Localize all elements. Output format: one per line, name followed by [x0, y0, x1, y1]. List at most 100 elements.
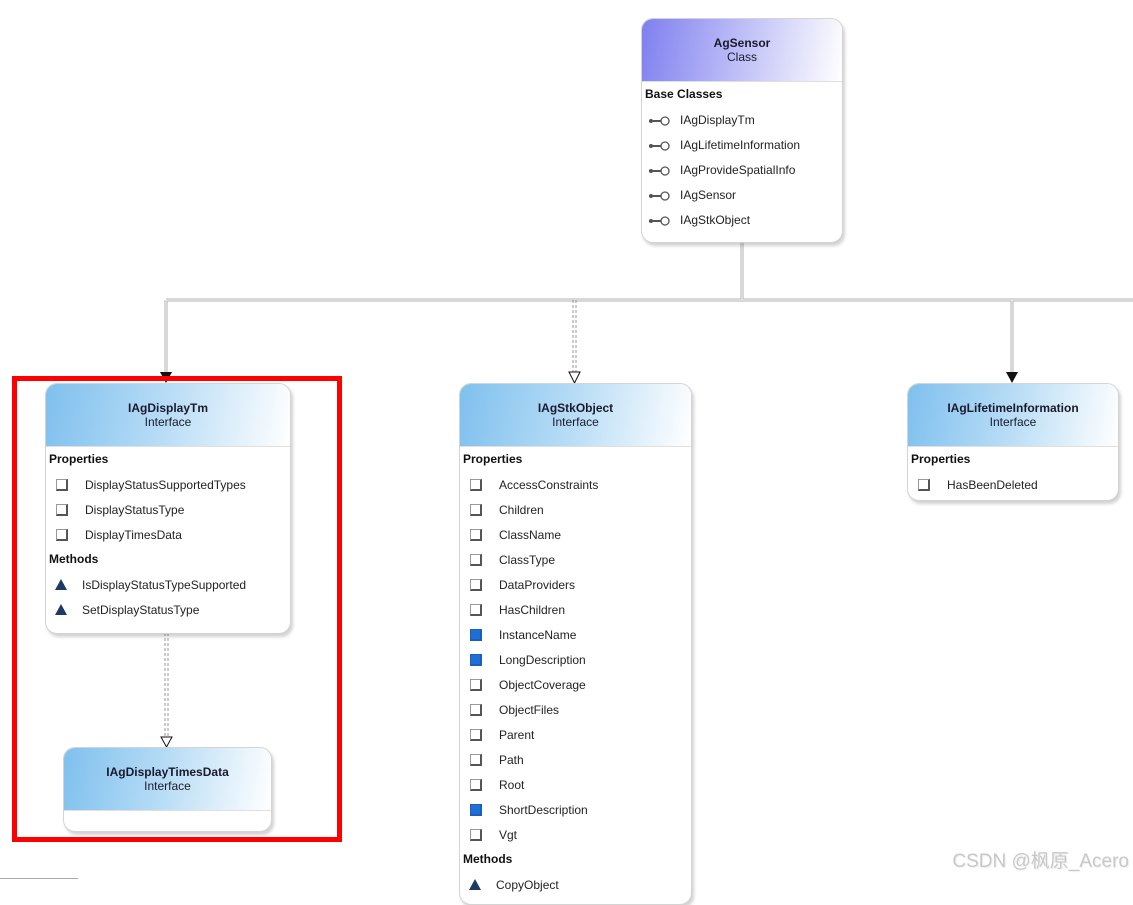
member-row[interactable]: Children: [460, 497, 691, 522]
member-row[interactable]: DisplayStatusType: [46, 497, 290, 522]
member-label: ObjectCoverage: [499, 677, 586, 692]
member-row[interactable]: ObjectFiles: [460, 697, 691, 722]
member-label: Children: [499, 502, 544, 517]
property-icon: [470, 528, 482, 541]
member-label: HasBeenDeleted: [947, 477, 1038, 492]
divider: [0, 878, 78, 879]
member-row[interactable]: ClassName: [460, 522, 691, 547]
member-row[interactable]: AccessConstraints: [460, 472, 691, 497]
member-label: CopyObject: [496, 877, 559, 892]
property-icon: [470, 628, 482, 641]
section-title: Properties: [49, 452, 109, 466]
member-label: DataProviders: [499, 577, 576, 592]
box-kind: Interface: [144, 779, 191, 793]
watermark: CSDN @枫原_Acero: [952, 851, 1129, 872]
interface-lollipop-icon: [648, 215, 670, 226]
member-label: Path: [499, 752, 524, 767]
member-row[interactable]: Root: [460, 772, 691, 797]
member-label: DisplayStatusSupportedTypes: [85, 477, 246, 492]
arrow-hollow: [160, 736, 173, 749]
connector-lines: [160, 242, 1133, 749]
interface-lollipop-icon: [648, 115, 670, 126]
box-kind: Interface: [144, 415, 192, 429]
member-row[interactable]: DisplayStatusSupportedTypes: [46, 472, 290, 497]
member-row[interactable]: IAgSensor: [642, 182, 842, 207]
box-name: IAgDisplayTm: [127, 401, 208, 415]
property-icon: [56, 503, 68, 516]
section-title: Methods: [463, 852, 513, 866]
member-label: LongDescription: [499, 652, 586, 667]
member-label: HasChildren: [499, 602, 566, 617]
member-row[interactable]: ObjectCoverage: [460, 672, 691, 697]
member-row[interactable]: ClassType: [460, 547, 691, 572]
property-icon: [470, 678, 482, 691]
method-icon: [55, 579, 67, 590]
box-kind: Class: [726, 50, 757, 64]
member-row[interactable]: Parent: [460, 722, 691, 747]
member-row[interactable]: LongDescription: [460, 647, 691, 672]
property-icon: [470, 578, 482, 591]
member-label: DisplayTimesData: [85, 527, 182, 542]
section-title: Methods: [49, 552, 99, 566]
arrow-hollow: [568, 371, 581, 385]
property-icon: [470, 753, 482, 766]
member-label: IAgSensor: [680, 187, 737, 202]
member-label: IAgLifetimeInformation: [680, 137, 801, 152]
property-icon: [470, 553, 482, 566]
member-row[interactable]: IAgProvideSpatialInfo: [642, 157, 842, 182]
member-row[interactable]: Vgt: [460, 822, 691, 847]
member-label: DisplayStatusType: [85, 502, 185, 517]
member-row[interactable]: IAgDisplayTm: [642, 107, 842, 132]
member-row[interactable]: ShortDescription: [460, 797, 691, 822]
box-name: AgSensor: [713, 36, 771, 50]
interface-lollipop-icon: [648, 140, 670, 151]
member-label: SetDisplayStatusType: [82, 602, 200, 617]
property-icon: [470, 603, 482, 616]
highlight-frame: [12, 376, 342, 842]
property-icon: [470, 803, 482, 816]
section-title: Base Classes: [645, 87, 723, 101]
member-row[interactable]: CopyObject: [460, 872, 691, 897]
member-label: Vgt: [499, 827, 518, 842]
member-row[interactable]: HasBeenDeleted: [908, 472, 1118, 497]
property-icon: [470, 703, 482, 716]
member-label: InstanceName: [499, 627, 577, 642]
member-row[interactable]: SetDisplayStatusType: [46, 597, 290, 622]
property-icon: [470, 778, 482, 791]
member-label: Root: [499, 777, 525, 792]
member-label: AccessConstraints: [499, 477, 599, 492]
member-label: Parent: [499, 727, 535, 742]
member-row[interactable]: HasChildren: [460, 597, 691, 622]
interface-lollipop-icon: [648, 190, 670, 201]
member-row[interactable]: InstanceName: [460, 622, 691, 647]
box-name: IAgDisplayTimesData: [106, 765, 229, 779]
property-icon: [470, 828, 482, 841]
property-icon: [56, 478, 68, 491]
property-icon: [918, 478, 930, 491]
member-label: ObjectFiles: [499, 702, 560, 717]
member-row[interactable]: IsDisplayStatusTypeSupported: [46, 572, 290, 597]
box-kind: Interface: [552, 415, 599, 429]
member-row[interactable]: IAgStkObject: [642, 207, 842, 232]
member-label: ShortDescription: [499, 802, 588, 817]
property-icon: [470, 728, 482, 741]
box-name: IAgStkObject: [537, 401, 614, 415]
member-row[interactable]: DataProviders: [460, 572, 691, 597]
member-label: IAgDisplayTm: [680, 112, 755, 127]
member-row[interactable]: DisplayTimesData: [46, 522, 290, 547]
member-row[interactable]: IAgLifetimeInformation: [642, 132, 842, 157]
member-label: ClassType: [499, 552, 556, 567]
property-icon: [470, 478, 482, 491]
member-row[interactable]: Path: [460, 747, 691, 772]
section-title: Properties: [911, 452, 971, 466]
property-icon: [56, 528, 68, 541]
